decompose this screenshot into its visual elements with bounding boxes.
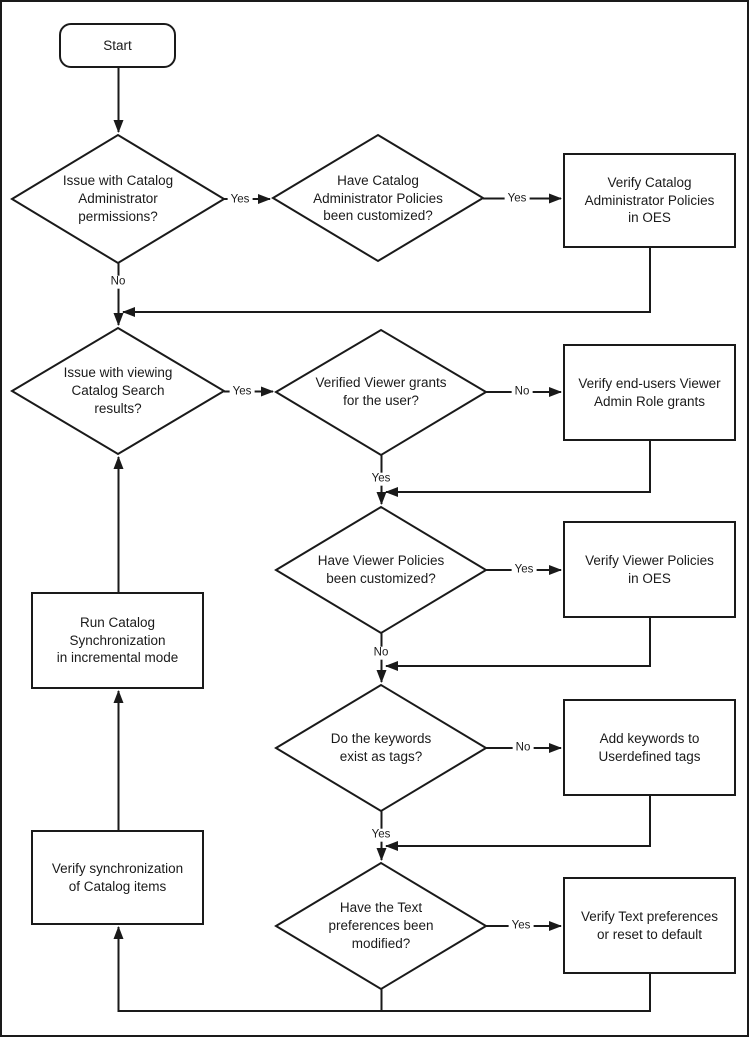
process-verify-enduser-grants-label: Verify end-users Viewer Admin Role grant… [578,375,721,409]
process-verify-sync-items-shape [31,830,204,925]
edge-verify-admin-policies-return [122,247,651,317]
decision-text-prefs-modified-label: Have the Text preferences been modified? [328,900,434,951]
decision-viewer-grants-shape [274,328,488,457]
edge-bottom-return [113,926,651,1012]
process-verify-enduser-grants-shape [563,344,736,441]
edge-label-yes-viewer-grants: Yes [368,472,394,486]
edge-label-yes-viewer-policies: Yes [511,563,537,577]
edge-label-no-viewer-policies: No [370,646,392,660]
edge-label-no-admin-permissions: No [107,275,129,289]
process-verify-text-prefs-label: Verify Text preferences or reset to defa… [580,908,719,942]
decision-viewer-grants-label: Verified Viewer grants for the user? [315,375,447,408]
decision-viewing-search-shape [10,326,226,456]
decision-admin-permissions-label: Issue with Catalog Administrator permiss… [62,173,174,224]
process-verify-admin-policies-label: Verify Catalog Administrator Policies in… [584,174,715,226]
decision-admin-policies-customized-label: Have Catalog Administrator Policies been… [313,172,443,224]
process-verify-sync-items-label: Verify synchronization of Catalog items [51,860,184,894]
edge-label-yes-text-prefs: Yes [508,919,534,933]
edge-label-no-keywords: No [512,741,534,755]
start-label: Start [103,37,132,53]
start-shape [59,23,176,68]
process-verify-viewer-policies-shape [563,521,736,618]
decision-viewer-policies-customized-label: Have Viewer Policies been customized? [317,553,445,586]
edge-label-yes-keywords: Yes [368,828,394,842]
process-verify-text-prefs-shape [563,877,736,974]
edge-label-no-viewer-grants: No [511,385,533,399]
process-add-keywords-shape [563,699,736,796]
process-add-keywords-label: Add keywords to Userdefined tags [598,730,701,764]
decision-viewing-search-label: Issue with viewing Catalog Search result… [63,365,173,416]
process-run-catalog-sync-label: Run Catalog Synchronization in increment… [56,614,179,666]
decision-admin-policies-customized-shape [271,133,485,263]
decision-viewer-policies-customized-shape [274,505,488,635]
edge-add-keywords-return [385,795,651,851]
edge-label-yes-admin-policies: Yes [504,192,530,206]
edge-verify-enduser-grants-return [385,440,651,497]
process-run-catalog-sync-shape [31,592,204,689]
edge-verify-viewer-policies-return [385,617,651,671]
process-verify-admin-policies-shape [563,153,736,248]
decision-admin-permissions-shape [10,133,226,265]
decision-keywords-exist-label: Do the keywords exist as tags? [330,731,432,764]
edge-label-yes-admin-permissions: Yes [227,193,253,207]
process-verify-viewer-policies-label: Verify Viewer Policies in OES [585,552,714,586]
decision-keywords-exist-shape [274,683,488,813]
edge-label-yes-viewing-search: Yes [229,385,255,399]
decision-text-prefs-modified-shape [274,861,488,991]
